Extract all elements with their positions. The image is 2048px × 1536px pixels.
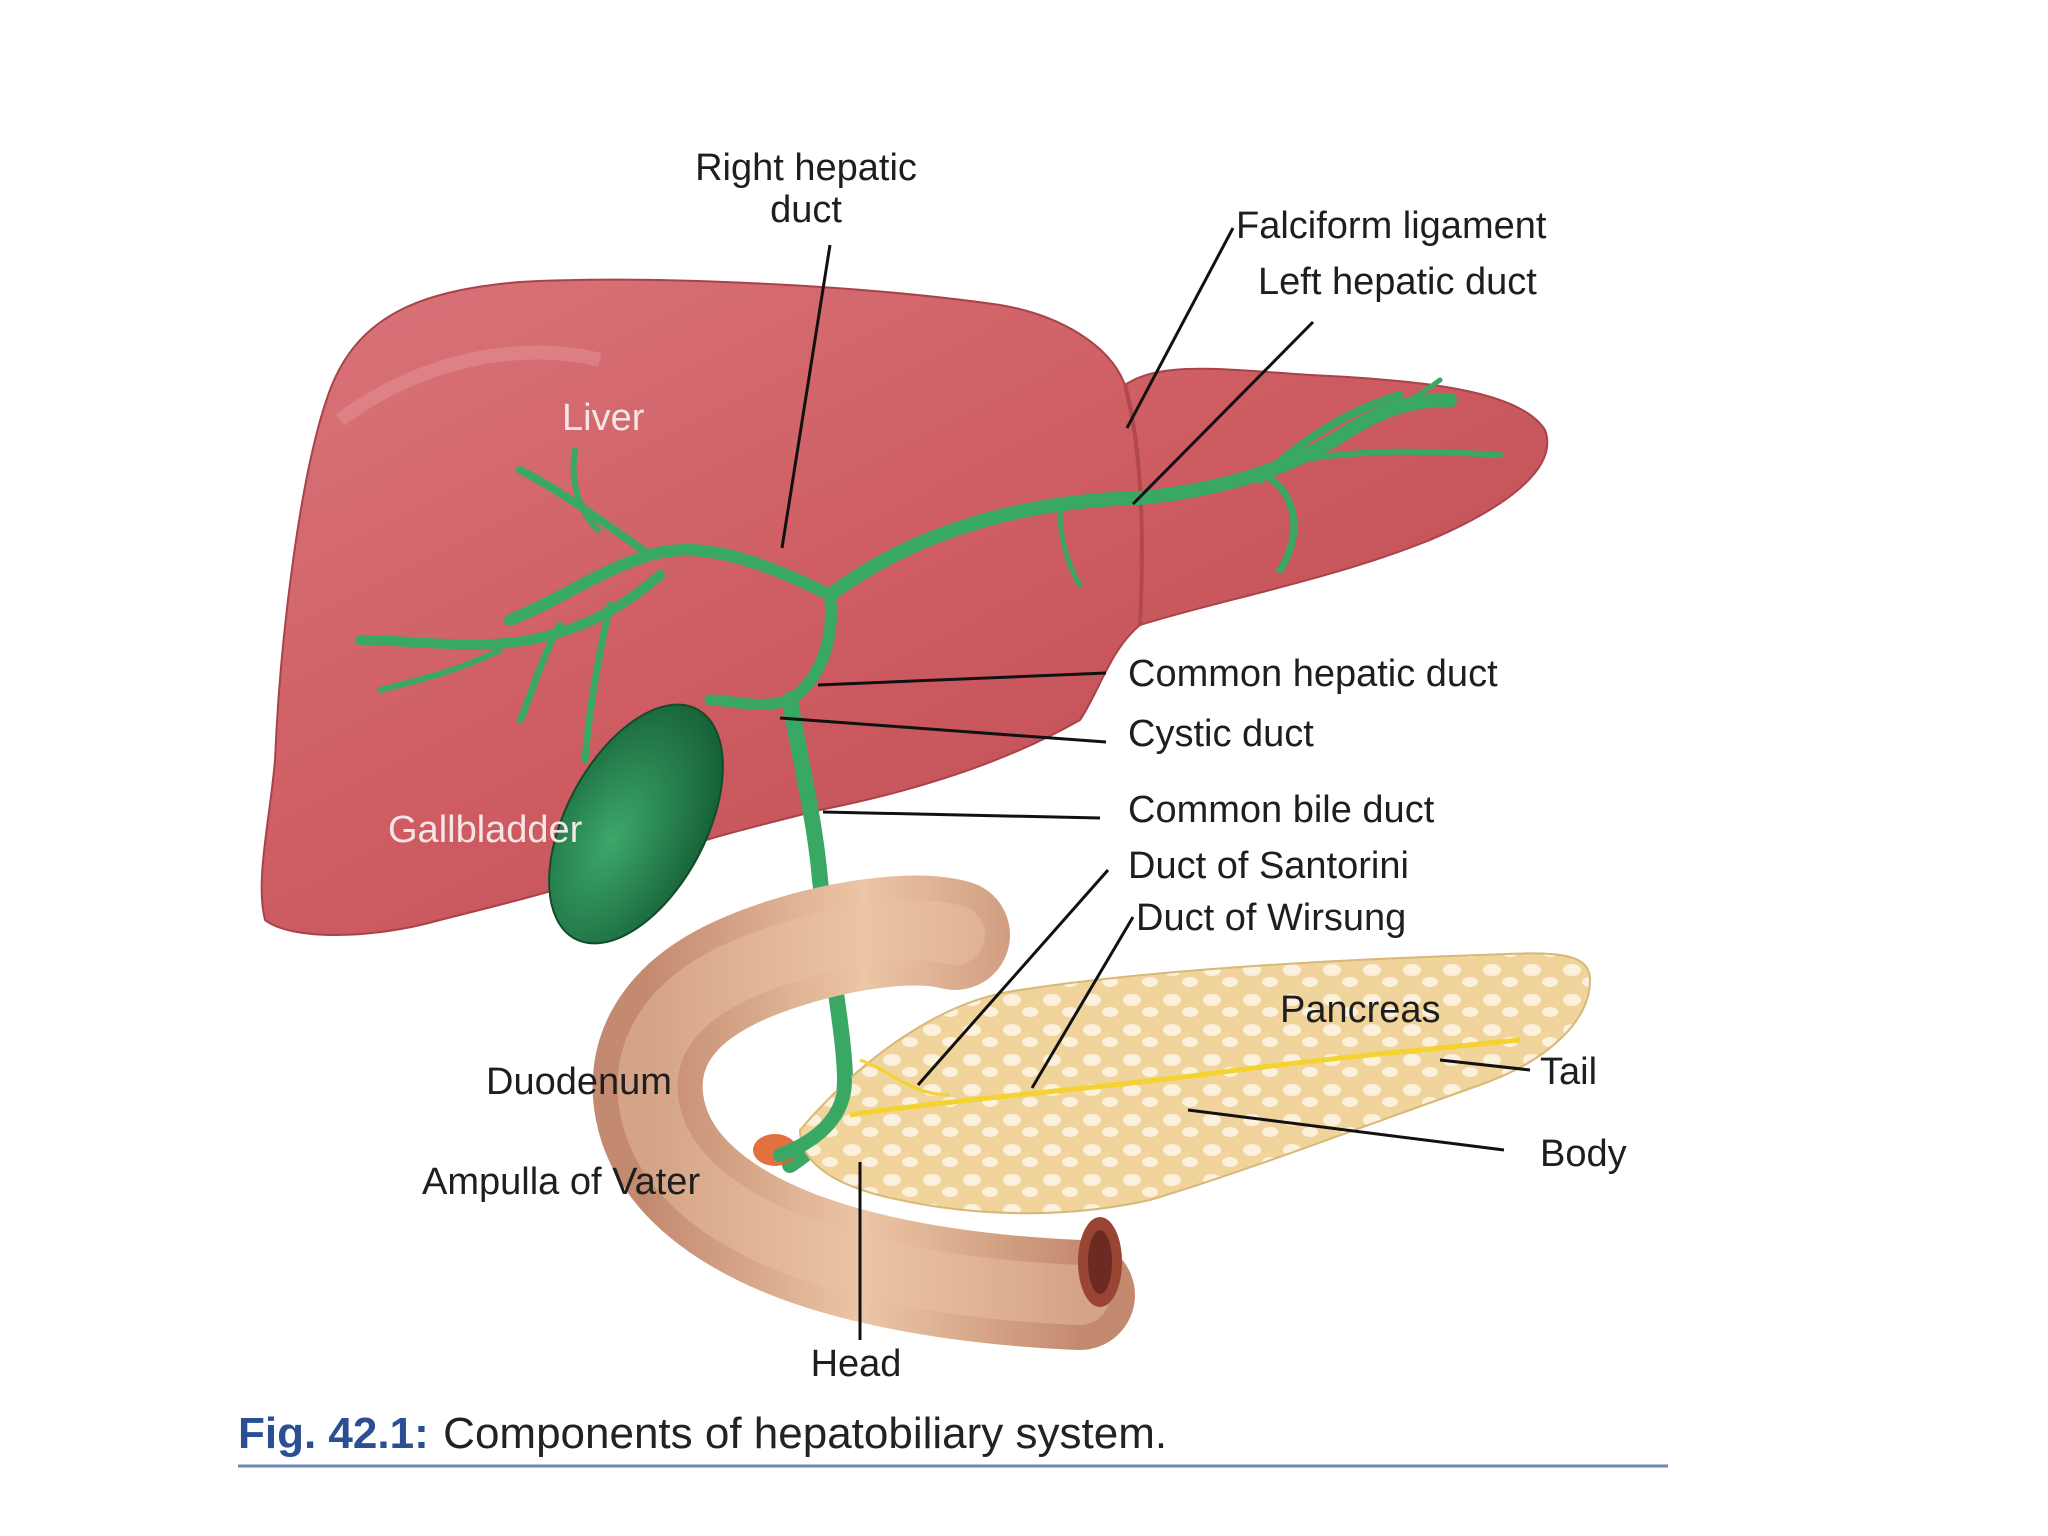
label-body: Body: [1540, 1133, 1627, 1175]
label-falciform-ligament: Falciform ligament: [1236, 205, 1547, 247]
label-liver: Liver: [562, 397, 645, 439]
label-cystic-duct: Cystic duct: [1128, 713, 1314, 755]
caption-number: Fig. 42.1:: [238, 1409, 429, 1458]
label-duct-of-santorini: Duct of Santorini: [1128, 845, 1409, 887]
label-right-hepatic-duct-2: duct: [770, 189, 842, 231]
label-common-hepatic-duct: Common hepatic duct: [1128, 653, 1498, 695]
label-duodenum: Duodenum: [486, 1061, 672, 1103]
svg-text:Fig. 42.1: Components of: Fig. 42.1: Components of hepatobiliary s…: [238, 1409, 1167, 1458]
label-head: Head: [811, 1343, 902, 1385]
label-tail: Tail: [1540, 1051, 1597, 1093]
label-duct-of-wirsung: Duct of Wirsung: [1136, 897, 1406, 939]
label-common-bile-duct: Common bile duct: [1128, 789, 1435, 831]
caption-text: Components of hepatobiliary system.: [443, 1409, 1167, 1458]
figure-caption: Fig. 42.1: Components of hepatobiliary s…: [238, 1409, 1668, 1466]
label-pancreas: Pancreas: [1280, 989, 1441, 1031]
label-left-hepatic-duct: Left hepatic duct: [1258, 261, 1537, 303]
label-right-hepatic-duct: Right hepatic: [695, 147, 917, 189]
label-gallbladder: Gallbladder: [388, 809, 583, 851]
label-ampulla-of-vater: Ampulla of Vater: [422, 1161, 700, 1203]
